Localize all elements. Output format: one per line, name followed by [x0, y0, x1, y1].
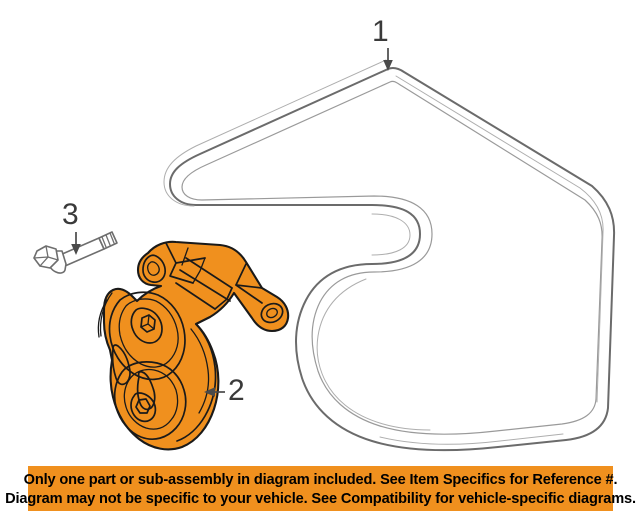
callout-2-leader [204, 387, 225, 397]
callout-1-leader [383, 48, 393, 71]
tensioner-bolt-group [33, 231, 118, 274]
callout-label-3: 3 [62, 198, 79, 231]
serpentine-belt-group [163, 59, 616, 452]
callout-label-1: 1 [372, 15, 389, 48]
disclaimer-line-1: Only one part or sub-assembly in diagram… [23, 472, 618, 488]
callout-label-2: 2 [228, 374, 245, 407]
belt-tensioner-assembly [97, 240, 290, 451]
disclaimer-banner: Only one part or sub-assembly in diagram… [5, 466, 636, 511]
callout-3-leader [71, 232, 81, 255]
disclaimer-line-2: Diagram may not be specific to your vehi… [5, 491, 636, 507]
